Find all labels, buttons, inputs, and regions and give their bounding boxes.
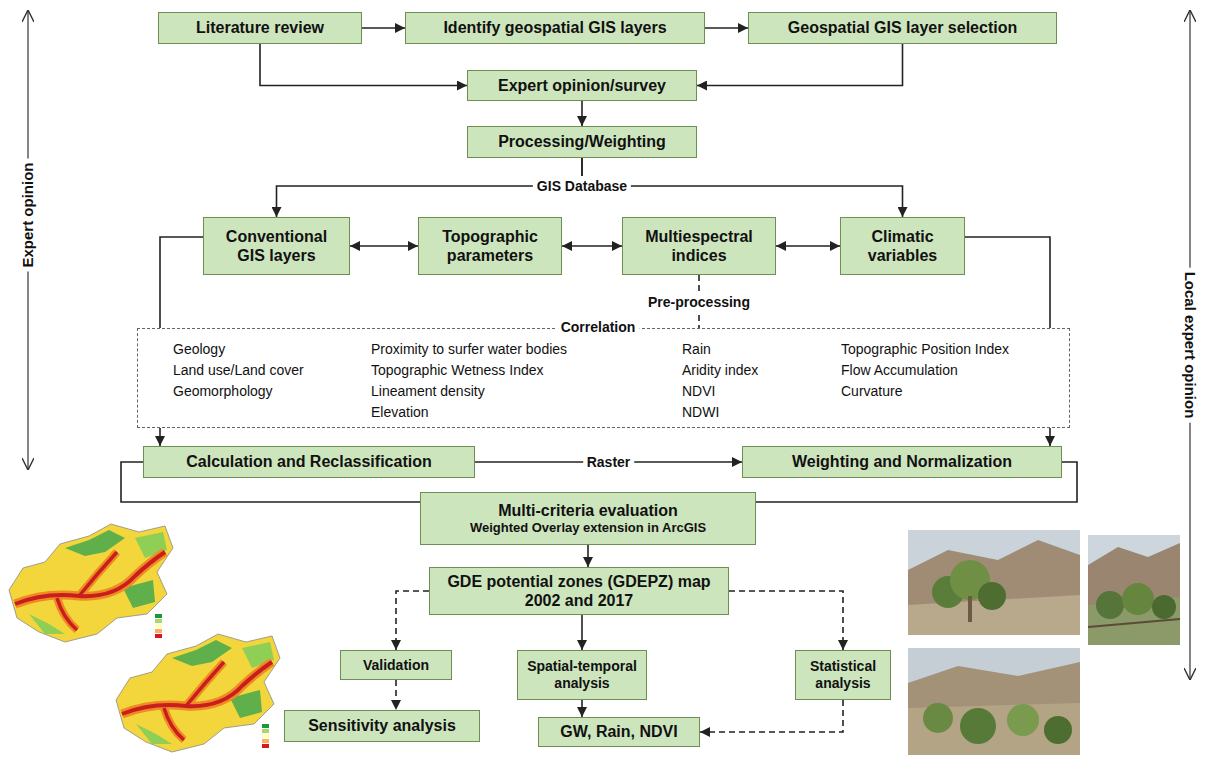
parameter-list-box: CorrelationGeologyLand use/Land coverGeo…	[137, 328, 1070, 428]
dashed-connector	[700, 700, 843, 732]
connector	[362, 27, 405, 29]
parameter-item: NDVI	[682, 383, 715, 400]
field-photo	[908, 530, 1080, 635]
connector	[587, 545, 589, 567]
process-box: Geospatial GIS layer selection	[748, 12, 1057, 44]
box-subtext: Weighted Overlay extension in ArcGIS	[429, 520, 747, 536]
analysis-box: Statistical analysis	[795, 650, 891, 700]
process-box: Calculation and Reclassification	[143, 446, 475, 478]
connector	[350, 245, 418, 247]
box-text: Topographic parameters	[427, 227, 553, 265]
parameter-item: Lineament density	[371, 383, 485, 400]
analysis-box: Sensitivity analysis	[284, 710, 480, 742]
process-box: Weighting and Normalization	[742, 446, 1062, 478]
map-thumbnail	[9, 524, 173, 642]
dashed-connector	[396, 591, 429, 650]
parameter-item: NDWI	[682, 404, 719, 421]
group-heading: Correlation	[557, 319, 640, 336]
parameter-item: Aridity index	[682, 362, 758, 379]
box-text: Expert opinion/survey	[476, 76, 688, 95]
field-photo	[908, 648, 1080, 755]
process-box: Processing/Weighting	[467, 126, 697, 158]
box-text: Validation	[347, 657, 445, 674]
connector-label: Raster	[583, 452, 635, 472]
analysis-box: Validation	[340, 650, 452, 680]
box-text: Statistical analysis	[802, 658, 884, 692]
box-text: Climatic variables	[849, 227, 956, 265]
box-text: Weighting and Normalization	[751, 452, 1053, 471]
connector-label: Pre-processing	[644, 292, 754, 312]
connector	[581, 101, 583, 126]
box-text: Literature review	[167, 18, 353, 37]
map-thumbnail	[116, 634, 280, 752]
parameter-item: Proximity to surfer water bodies	[371, 341, 567, 358]
box-text: Geospatial GIS layer selection	[757, 18, 1048, 37]
parameter-item: Topographic Position Index	[841, 341, 1009, 358]
dashed-connector	[729, 591, 843, 650]
box-text: Spatial-temporal analysis	[524, 658, 640, 692]
category-box: Topographic parameters	[418, 217, 562, 275]
box-text: Sensitivity analysis	[293, 716, 471, 735]
box-text: Identify geospatial GIS layers	[414, 18, 696, 37]
field-photo	[1088, 535, 1180, 645]
parameter-item: Curvature	[841, 383, 902, 400]
process-box: Literature review	[158, 12, 362, 44]
connector	[705, 27, 748, 29]
connector	[581, 700, 583, 717]
process-box: Expert opinion/survey	[467, 70, 697, 101]
parameter-item: Geology	[173, 341, 225, 358]
parameter-item: Topographic Wetness Index	[371, 362, 544, 379]
parameter-item: Rain	[682, 341, 711, 358]
process-box: Identify geospatial GIS layers	[405, 12, 705, 44]
parameter-item: Geomorphology	[173, 383, 273, 400]
category-box: Multiespectral indices	[622, 217, 776, 275]
parameter-item: Flow Accumulation	[841, 362, 958, 379]
connector	[697, 44, 903, 86]
side-annotation: Expert opinion	[18, 159, 38, 272]
box-text: Calculation and Reclassification	[152, 452, 466, 471]
analysis-box: Spatial-temporal analysis	[517, 650, 647, 700]
category-box: Climatic variables	[840, 217, 965, 275]
connector	[260, 44, 467, 86]
box-text: Multi-criteria evaluation	[429, 501, 747, 520]
output-map-box: GDE potential zones (GDEPZ) map 2002 and…	[429, 567, 729, 615]
connector	[581, 615, 583, 650]
box-text: GW, Rain, NDVI	[547, 722, 691, 741]
box-text: GDE potential zones (GDEPZ) map 2002 and…	[438, 572, 720, 610]
dashed-connector	[395, 680, 397, 710]
connector	[776, 245, 840, 247]
junction-label: GIS Database	[533, 176, 631, 196]
side-annotation: Local expert opinion	[1180, 268, 1200, 423]
box-text: Multiespectral indices	[631, 227, 767, 265]
box-text: Conventional GIS layers	[212, 227, 341, 265]
evaluation-box: Multi-criteria evaluationWeighted Overla…	[420, 492, 756, 545]
parameter-item: Elevation	[371, 404, 429, 421]
parameter-item: Land use/Land cover	[173, 362, 304, 379]
category-box: Conventional GIS layers	[203, 217, 350, 275]
analysis-box: GW, Rain, NDVI	[538, 717, 700, 747]
connector	[562, 245, 622, 247]
box-text: Processing/Weighting	[476, 132, 688, 151]
